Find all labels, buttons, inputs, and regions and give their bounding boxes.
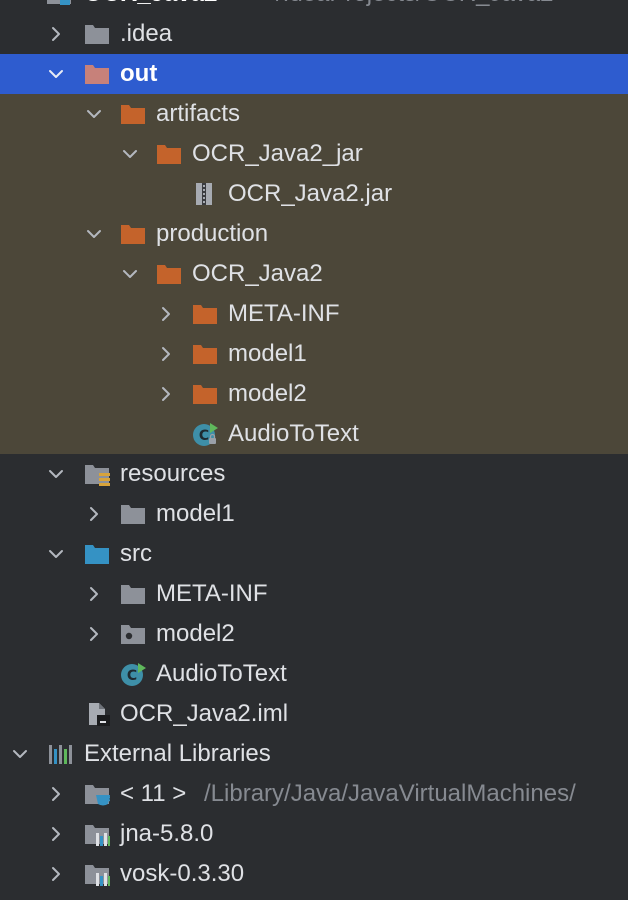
chevron-down-icon[interactable] bbox=[16, 0, 32, 2]
folder-icon bbox=[121, 505, 145, 524]
excluded-folder-icon bbox=[193, 385, 217, 404]
tree-row-idea[interactable]: .idea bbox=[0, 14, 628, 54]
tree-label: OCR_Java2 bbox=[192, 260, 323, 287]
chevron-right-icon[interactable] bbox=[48, 826, 64, 842]
chevron-down-icon[interactable] bbox=[86, 106, 102, 122]
module-file-icon bbox=[89, 703, 110, 726]
tree-row-artifacts[interactable]: artifacts bbox=[0, 94, 628, 134]
project-name: OCR_Java2 bbox=[84, 0, 217, 8]
tree-row-res-model1[interactable]: model1 bbox=[0, 494, 628, 534]
project-path: ~/IdeaProjects/OCR_Java2 bbox=[262, 0, 553, 8]
tree-label: .idea bbox=[120, 20, 173, 47]
tree-row-prod-module[interactable]: OCR_Java2 bbox=[0, 254, 628, 294]
tree-row-vosk[interactable]: vosk-0.3.30 bbox=[0, 854, 628, 894]
chevron-right-icon[interactable] bbox=[158, 386, 174, 402]
library-icon bbox=[49, 745, 72, 764]
excluded-folder-icon bbox=[121, 225, 145, 244]
tree-row-src-meta-inf[interactable]: META-INF bbox=[0, 574, 628, 614]
tree-label: jna-5.8.0 bbox=[120, 820, 214, 847]
chevron-right-icon[interactable] bbox=[48, 866, 64, 882]
library-icon bbox=[85, 825, 110, 846]
folder-icon bbox=[121, 585, 145, 604]
excluded-folder-icon bbox=[121, 105, 145, 124]
tree-label: OCR_Java2_jar bbox=[192, 140, 363, 167]
chevron-down-icon[interactable] bbox=[48, 546, 64, 562]
svg-text:C: C bbox=[199, 428, 209, 444]
tree-label: model2 bbox=[156, 620, 235, 647]
tree-label: artifacts bbox=[156, 100, 241, 127]
chevron-down-icon[interactable] bbox=[122, 146, 138, 162]
tree-row-jna[interactable]: jna-5.8.0 bbox=[0, 814, 628, 854]
tree-label: vosk-0.3.30 bbox=[120, 860, 245, 887]
jdk-path: /Library/Java/JavaVirtualMachines/ bbox=[204, 780, 576, 807]
excluded-folder-icon bbox=[157, 145, 181, 164]
chevron-down-icon[interactable] bbox=[12, 746, 28, 762]
chevron-down-icon[interactable] bbox=[48, 66, 64, 82]
tree-label: model1 bbox=[228, 340, 307, 367]
tree-label: OCR_Java2.jar bbox=[228, 180, 393, 207]
jdk-icon bbox=[85, 785, 110, 806]
tree-row-artifact-jar-dir[interactable]: OCR_Java2_jar bbox=[0, 134, 628, 174]
tree-row-src[interactable]: src bbox=[0, 534, 628, 574]
chevron-right-icon[interactable] bbox=[158, 306, 174, 322]
library-icon bbox=[85, 865, 110, 886]
tree-row-resources[interactable]: resources bbox=[0, 454, 628, 494]
chevron-right-icon[interactable] bbox=[86, 506, 102, 522]
folder-icon bbox=[85, 25, 109, 44]
chevron-down-icon[interactable] bbox=[48, 466, 64, 482]
tree-row-prod-model2[interactable]: model2 bbox=[0, 374, 628, 414]
jar-archive-icon bbox=[196, 183, 212, 205]
jdk-label: < 11 > bbox=[120, 780, 187, 807]
excluded-folder-icon bbox=[193, 345, 217, 364]
source-folder-icon bbox=[85, 545, 109, 564]
excluded-folder-icon bbox=[85, 65, 109, 84]
chevron-right-icon[interactable] bbox=[158, 346, 174, 362]
tree-label: OCR_Java2.iml bbox=[120, 700, 289, 727]
tree-row-prod-model1[interactable]: model1 bbox=[0, 334, 628, 374]
tree-row-external-libraries[interactable]: External Libraries bbox=[0, 734, 628, 774]
tree-row-project-root[interactable]: OCR_Java2 ~/IdeaProjects/OCR_Java2 bbox=[0, 0, 628, 14]
svg-text:C: C bbox=[127, 668, 137, 684]
tree-row-prod-audio[interactable]: C AudioToText bbox=[0, 414, 628, 454]
tree-row-src-model2[interactable]: model2 bbox=[0, 614, 628, 654]
excluded-folder-icon bbox=[193, 305, 217, 324]
java-main-class-icon: C bbox=[193, 423, 218, 446]
tree-label: model2 bbox=[228, 380, 307, 407]
chevron-down-icon[interactable] bbox=[122, 266, 138, 282]
tree-label: AudioToText bbox=[156, 660, 287, 687]
tree-label: production bbox=[156, 220, 269, 247]
resources-folder-icon bbox=[85, 465, 110, 486]
chevron-down-icon[interactable] bbox=[86, 226, 102, 242]
tree-row-production[interactable]: production bbox=[0, 214, 628, 254]
tree-label: External Libraries bbox=[84, 740, 271, 767]
tree-row-jdk[interactable]: < 11 > /Library/Java/JavaVirtualMachines… bbox=[0, 774, 628, 814]
tree-label: META-INF bbox=[228, 300, 340, 327]
tree-label: AudioToText bbox=[228, 420, 359, 447]
tree-label: out bbox=[120, 60, 158, 87]
module-folder-icon bbox=[47, 0, 71, 5]
chevron-right-icon[interactable] bbox=[48, 26, 64, 42]
tree-row-src-audio[interactable]: C AudioToText bbox=[0, 654, 628, 694]
chevron-right-icon[interactable] bbox=[86, 626, 102, 642]
tree-label: model1 bbox=[156, 500, 235, 527]
chevron-right-icon[interactable] bbox=[86, 586, 102, 602]
tree-row-artifact-jar[interactable]: OCR_Java2.jar bbox=[0, 174, 628, 214]
chevron-right-icon[interactable] bbox=[48, 786, 64, 802]
tree-label: src bbox=[120, 540, 152, 567]
tree-label: resources bbox=[120, 460, 226, 487]
tree-row-iml[interactable]: OCR_Java2.iml bbox=[0, 694, 628, 734]
excluded-folder-icon bbox=[157, 265, 181, 284]
tree-label: META-INF bbox=[156, 580, 268, 607]
tree-row-out[interactable]: out bbox=[0, 54, 628, 94]
tree-row-prod-meta-inf[interactable]: META-INF bbox=[0, 294, 628, 334]
package-icon bbox=[121, 625, 145, 644]
java-main-class-icon: C bbox=[121, 663, 146, 686]
